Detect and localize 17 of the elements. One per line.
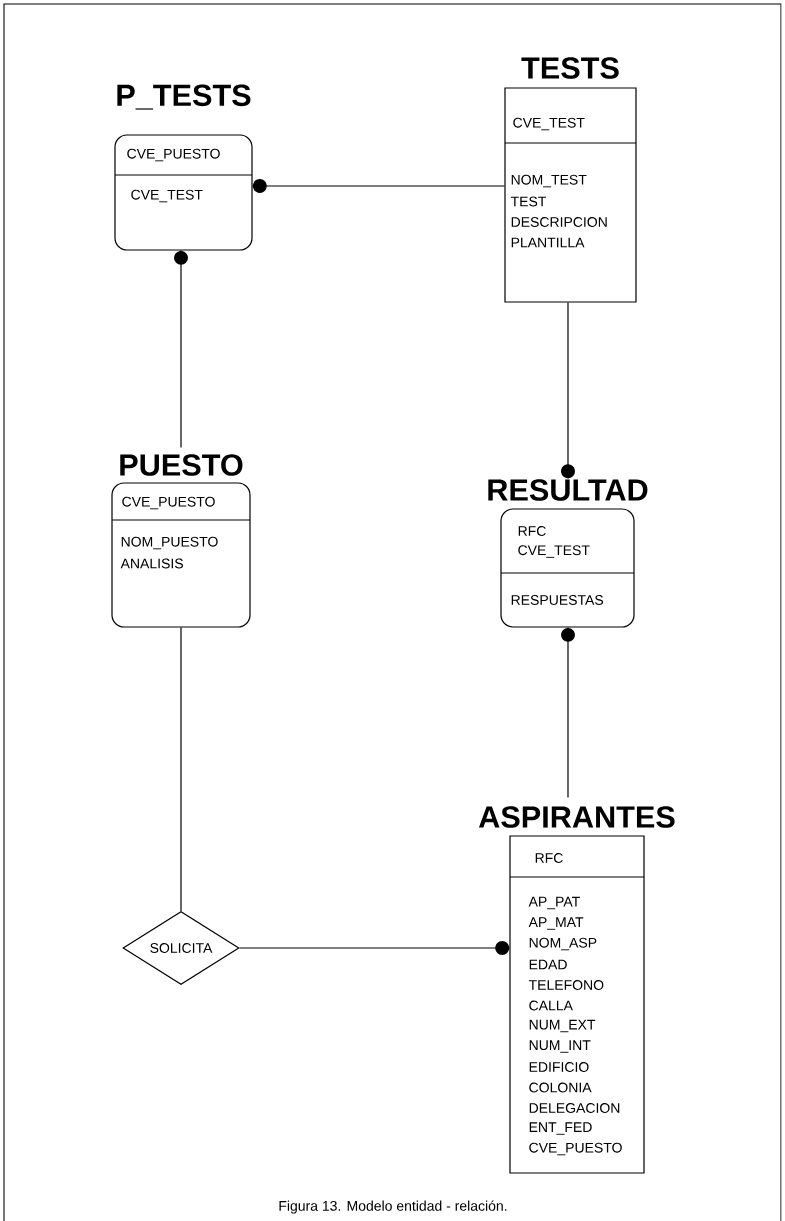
entity-title: PUESTO xyxy=(120,454,243,476)
entity-title: ASPIRANTES xyxy=(478,806,675,828)
entity-box: CVE_PUESTO CVE_TEST xyxy=(114,134,253,251)
node-label: CVE_TEST xyxy=(513,117,585,131)
node-label: PLANTILLA xyxy=(511,237,585,248)
entity-title: P_TESTS xyxy=(117,84,251,110)
connector-line xyxy=(180,627,182,912)
node-label: NOM_TEST xyxy=(511,174,587,188)
node-label: DESCRIPCION xyxy=(511,217,607,227)
entity-box: RFC CVE_TEST RESPUESTAS xyxy=(500,508,635,628)
node-label: TEST xyxy=(510,196,547,207)
figure-caption: Figura 13. Modelo entidad - relación. xyxy=(279,1200,507,1214)
entity-title: RESULTAD xyxy=(488,479,648,501)
entity-title: TESTS xyxy=(521,57,619,79)
entity-box: CVE_PUESTO NOM_PUESTO ANALISIS xyxy=(111,482,251,628)
entity-box: RFC AP_PAT AP_MAT NOM_ASP EDAD TELEFONO CALLA NUM_EXT NUM_INT EDIFICIO COLONIA DELEGACION ENT_FED CVE_PUESTO xyxy=(509,835,645,1174)
entity-box: CVE_TEST NOM_TEST TEST DESCRIPCION PLANTILLA xyxy=(504,87,637,303)
